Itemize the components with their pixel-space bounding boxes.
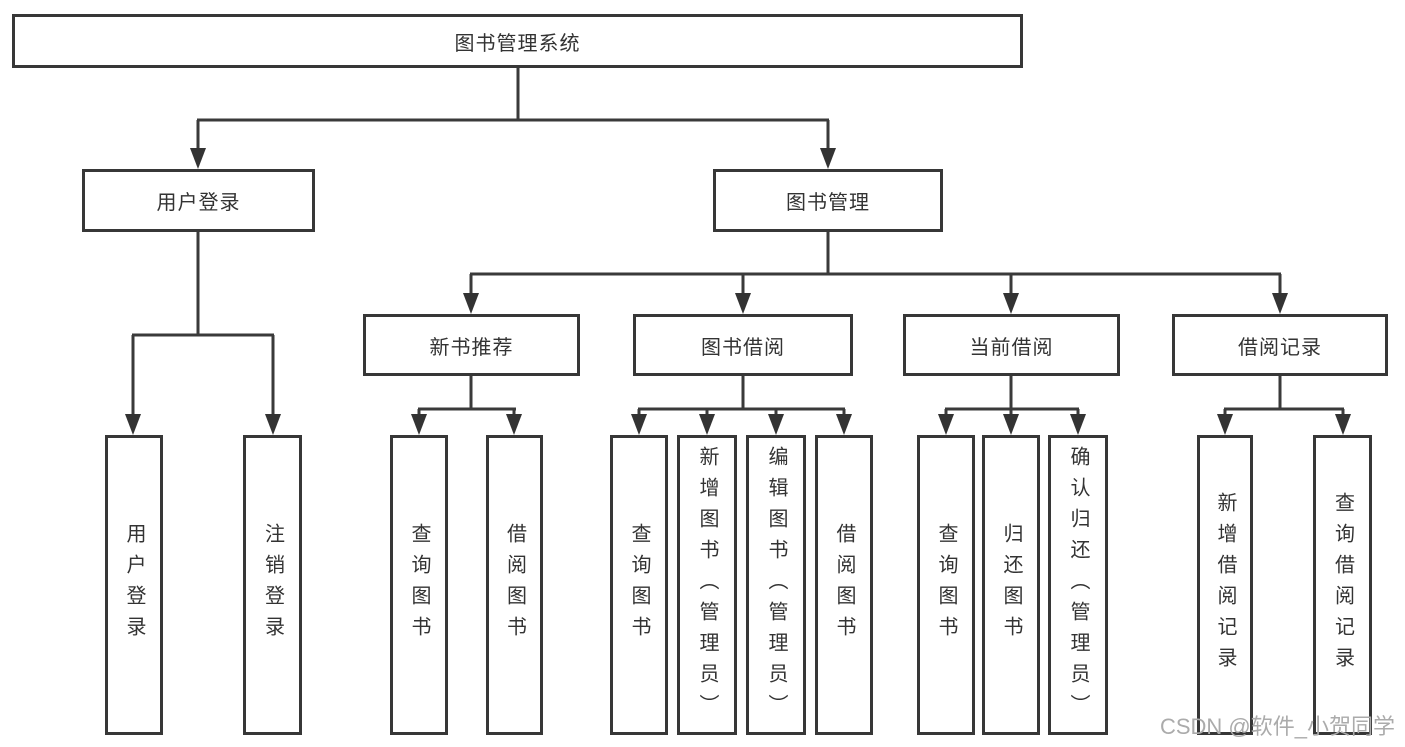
node-leaf-add-books-admin: 新增图书（管理员） [677, 435, 737, 735]
node-leaf-user-login: 用户登录 [105, 435, 163, 735]
node-label: 新增借阅记录 [1214, 492, 1236, 678]
arrowhead [768, 414, 784, 435]
tree-edges [131, 68, 1345, 416]
node-label: 注销登录 [261, 523, 284, 647]
arrowhead [125, 414, 141, 435]
node-leaf-logout: 注销登录 [243, 435, 302, 735]
arrowhead [265, 414, 281, 435]
node-label: 查询图书 [628, 523, 650, 647]
node-label: 用户登录 [156, 192, 241, 214]
node-root-system: 图书管理系统 [12, 14, 1023, 68]
node-leaf-query-borrow-record: 查询借阅记录 [1313, 435, 1372, 735]
node-label: 当前借阅 [969, 336, 1054, 359]
arrowhead [631, 414, 647, 435]
arrowhead [1217, 414, 1233, 435]
node-label: 图书管理系统 [454, 32, 581, 55]
node-current-borrowing: 当前借阅 [903, 314, 1120, 376]
node-leaf-edit-books-admin: 编辑图书（管理员） [746, 435, 806, 735]
node-borrow-records: 借阅记录 [1172, 314, 1388, 376]
csdn-watermark: CSDN @软件_小贺同学 [1159, 714, 1395, 739]
node-book-borrowing: 图书借阅 [633, 314, 853, 376]
arrowhead [1003, 293, 1019, 314]
node-label: 借阅图书 [503, 523, 526, 647]
node-label: 归还图书 [1000, 523, 1022, 647]
arrowhead [411, 414, 427, 435]
node-label: 图书管理 [786, 192, 870, 214]
node-leaf-query-books-2: 查询图书 [610, 435, 668, 735]
node-book-management-branch: 图书管理 [713, 169, 943, 232]
node-label: 用户登录 [123, 523, 145, 647]
node-label: 新书推荐 [429, 336, 514, 359]
arrowhead [820, 148, 836, 169]
arrowhead [735, 293, 751, 314]
arrowhead [699, 414, 715, 435]
node-label: 查询借阅记录 [1331, 492, 1354, 678]
arrowhead [463, 293, 479, 314]
node-label: 编辑图书（管理员） [765, 445, 787, 725]
node-leaf-add-borrow-record: 新增借阅记录 [1197, 435, 1253, 735]
arrowhead [1070, 414, 1086, 435]
arrowhead [1272, 293, 1288, 314]
node-label: 借阅图书 [833, 523, 855, 647]
node-label: 确认归还（管理员） [1067, 445, 1089, 725]
arrowhead [1003, 414, 1019, 435]
node-label: 借阅记录 [1238, 336, 1322, 359]
arrowhead [938, 414, 954, 435]
node-new-book-recommend: 新书推荐 [363, 314, 580, 376]
arrowhead [506, 414, 522, 435]
arrowhead [836, 414, 852, 435]
node-leaf-confirm-return-admin: 确认归还（管理员） [1048, 435, 1108, 735]
node-user-login-branch: 用户登录 [82, 169, 315, 232]
arrowhead [1335, 414, 1351, 435]
arrowhead [190, 148, 206, 169]
node-leaf-return-books: 归还图书 [982, 435, 1040, 735]
node-label: 图书借阅 [701, 336, 785, 359]
node-label: 查询图书 [935, 523, 957, 647]
node-label: 新增图书（管理员） [696, 445, 718, 725]
node-leaf-borrow-books-1: 借阅图书 [486, 435, 543, 735]
node-label: 查询图书 [408, 523, 430, 647]
node-leaf-query-books-3: 查询图书 [917, 435, 975, 735]
node-leaf-borrow-books-2: 借阅图书 [815, 435, 873, 735]
node-leaf-query-books-1: 查询图书 [390, 435, 448, 735]
